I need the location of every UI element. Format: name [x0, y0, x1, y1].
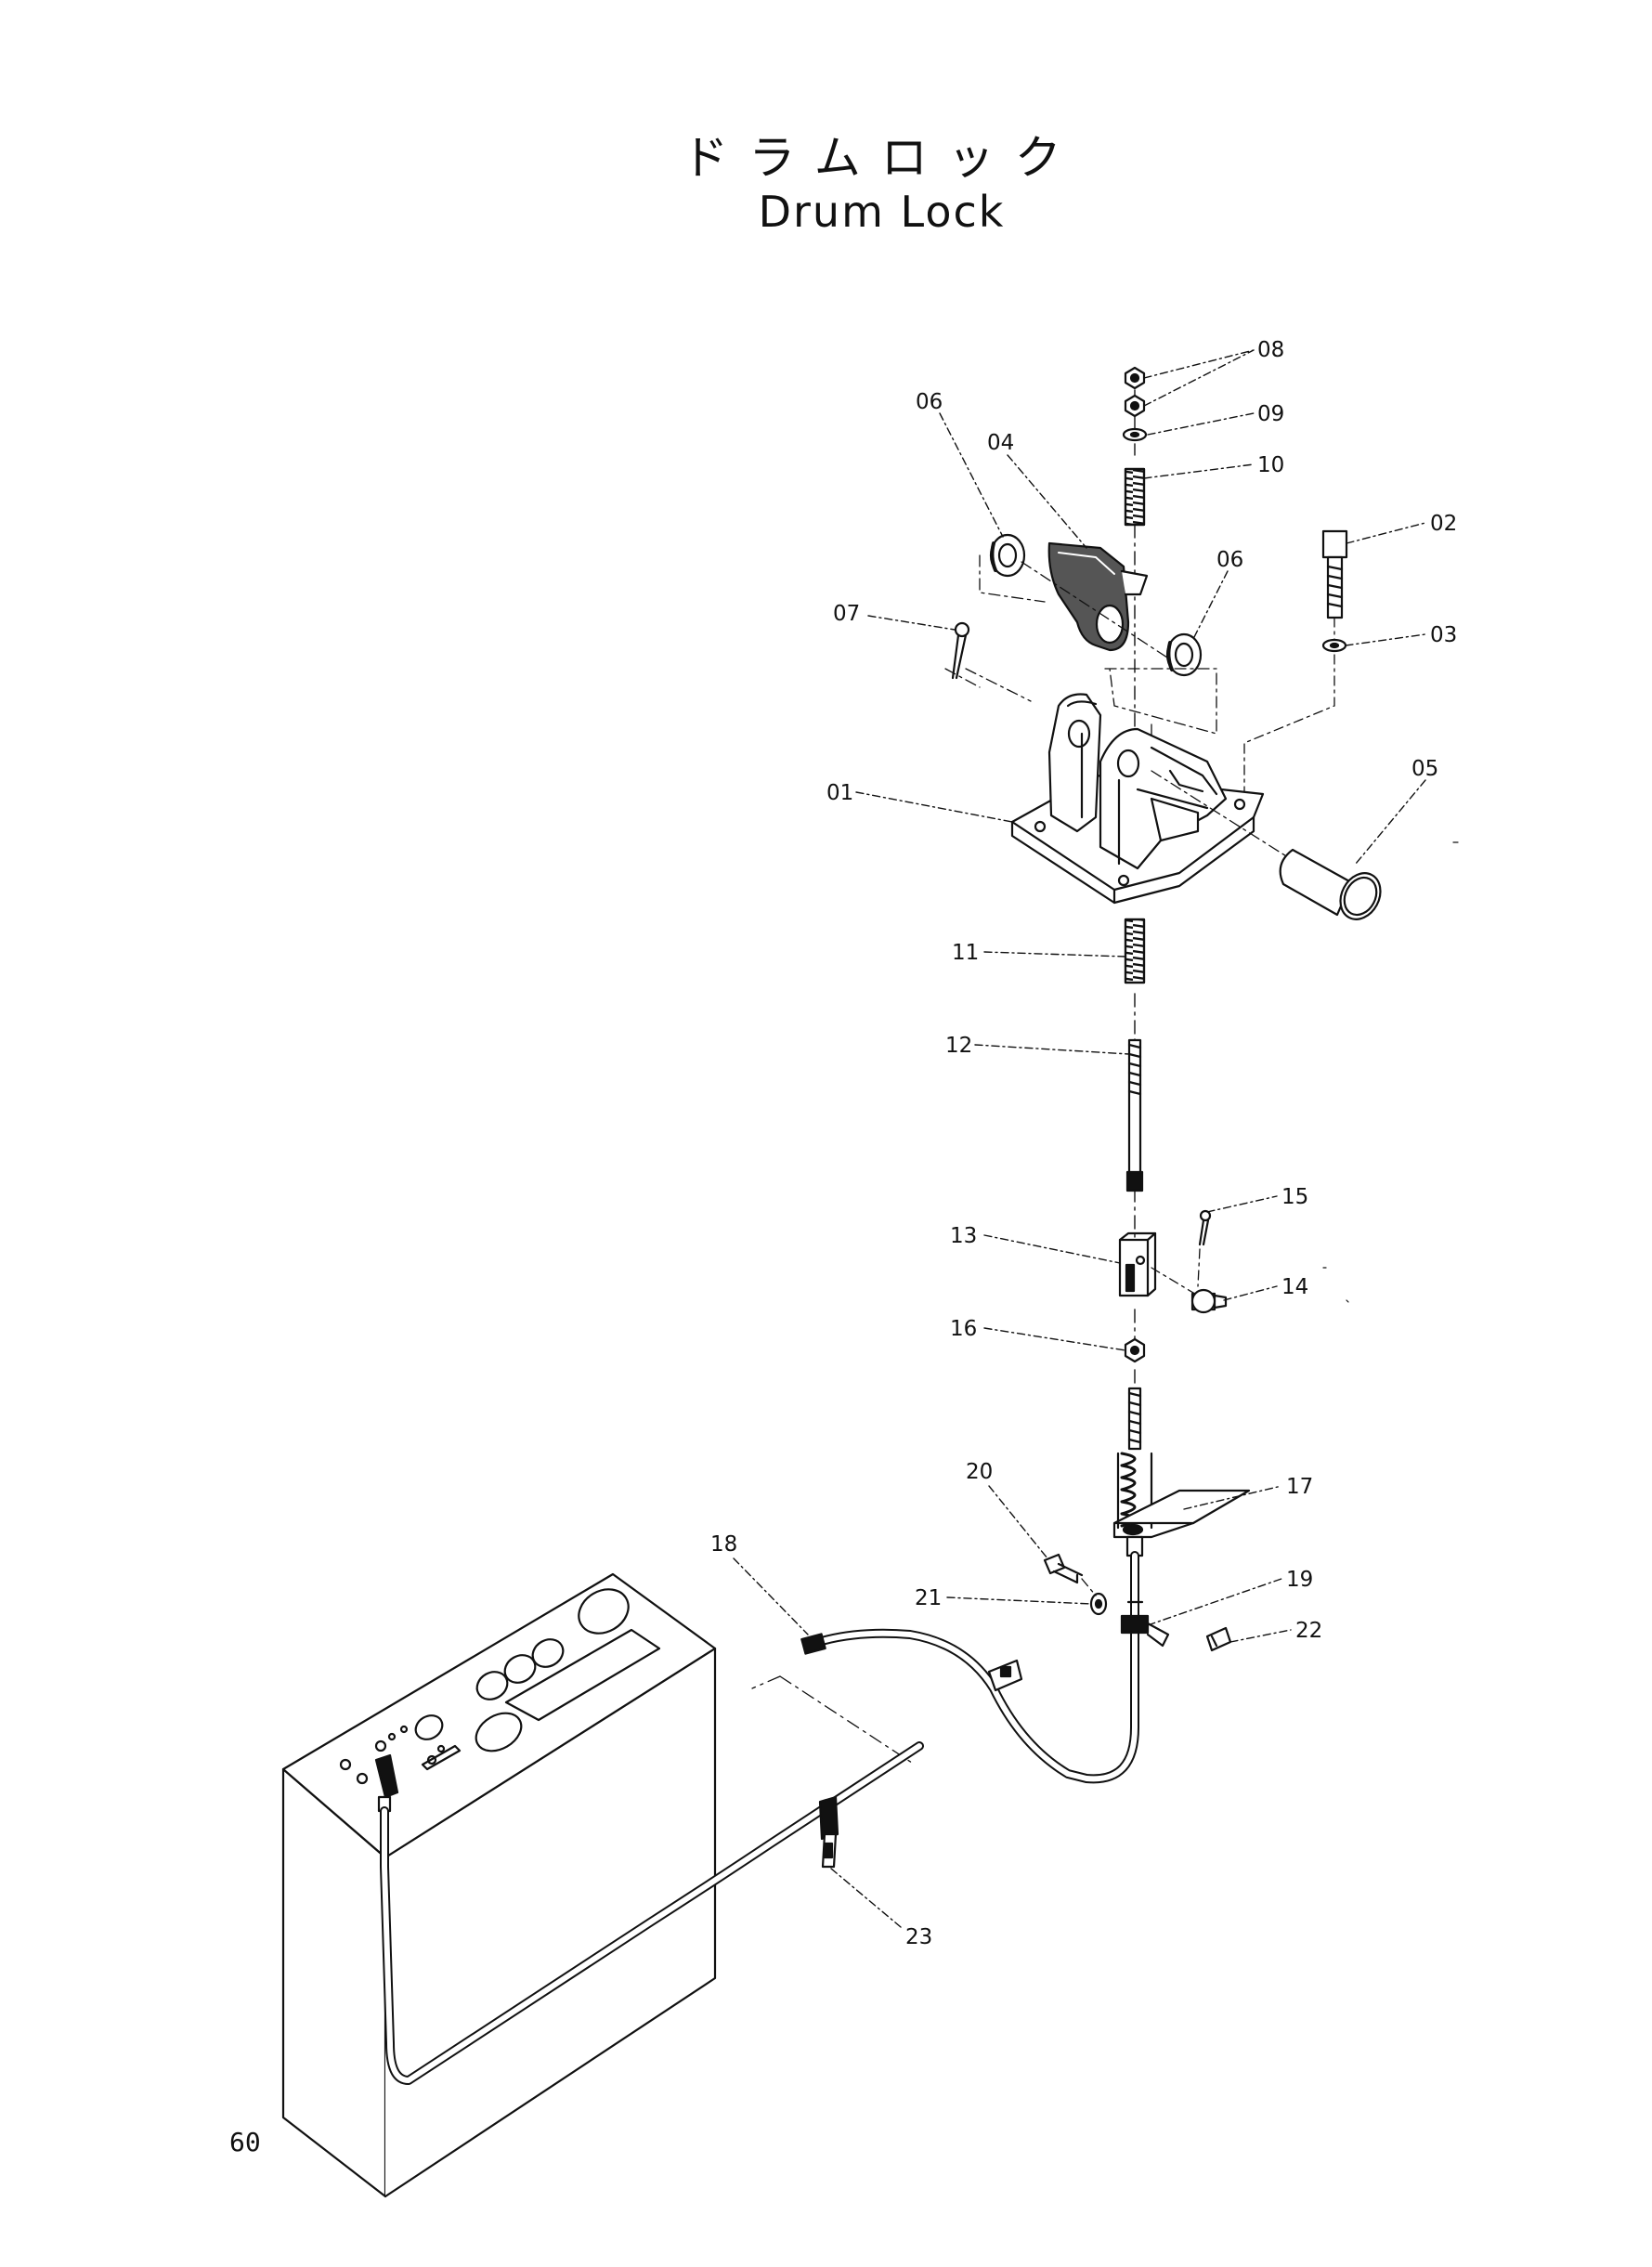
callout-11: 11 — [952, 941, 979, 965]
part-11-spring — [1124, 918, 1146, 984]
callout-03: 03 — [1430, 623, 1457, 647]
part-03-washer — [1321, 638, 1347, 653]
callout-07: 07 — [833, 602, 860, 626]
callout-06-right: 06 — [1216, 548, 1243, 572]
page-number: 60 — [229, 2127, 261, 2157]
part-17-cable-bracket — [1112, 1489, 1251, 1557]
callout-05: 05 — [1411, 757, 1438, 781]
part-23-cable-clamp — [818, 1795, 839, 1869]
part-13-clevis — [1118, 1231, 1157, 1297]
part-04-latch-lever — [1047, 541, 1149, 652]
callout-14: 14 — [1281, 1275, 1308, 1299]
part-06-bushing-right — [1165, 632, 1203, 677]
part-21-washer — [1089, 1592, 1108, 1616]
callout-labels: 08 09 10 06 04 02 06 03 07 01 05 11 12 1… — [710, 338, 1457, 1949]
part-08-nut-upper — [1124, 366, 1146, 390]
callout-09: 09 — [1257, 402, 1284, 426]
callout-17: 17 — [1286, 1475, 1313, 1499]
callout-04: 04 — [987, 431, 1014, 455]
stray-scan-marks — [1322, 841, 1459, 1303]
title-block: ドラムロック Drum Lock — [0, 130, 1652, 238]
callout-08: 08 — [1257, 338, 1284, 362]
part-06-bushing-left — [989, 533, 1026, 578]
callout-18: 18 — [710, 1532, 737, 1557]
callout-06-left: 06 — [916, 390, 943, 414]
callout-10: 10 — [1257, 453, 1284, 477]
part-14-clevis-pin — [1190, 1288, 1228, 1314]
callout-16: 16 — [950, 1317, 977, 1341]
callout-19: 19 — [1286, 1568, 1313, 1592]
part-22-clip — [1205, 1626, 1232, 1652]
part-10-spring — [1124, 467, 1146, 527]
callout-leader-lines — [733, 349, 1426, 1928]
part-18-cable — [800, 1551, 1139, 1784]
callout-22: 22 — [1295, 1619, 1322, 1643]
part-15-axis-line — [1151, 1248, 1201, 1296]
part-02-bolt — [1321, 529, 1348, 619]
callout-20: 20 — [966, 1460, 993, 1484]
part-15-cotter-pin — [1198, 1209, 1212, 1246]
callout-21: 21 — [915, 1586, 942, 1610]
part-05-grip-handle — [1151, 770, 1382, 920]
callout-02: 02 — [1430, 512, 1457, 536]
page-title-japanese: ドラムロック — [682, 131, 1082, 185]
callout-13: 13 — [950, 1224, 977, 1248]
part-01-bracket — [1010, 693, 1265, 905]
part-20-21-axis-line — [1081, 1578, 1097, 1596]
part-08-nut-lower — [1124, 394, 1146, 418]
part-07-cotter-pin — [951, 621, 970, 680]
page-title-english: Drum Lock — [758, 187, 1006, 237]
part-19-cable-clip — [1120, 1600, 1170, 1648]
callout-23: 23 — [905, 1925, 932, 1949]
part-18-lower-cable — [380, 1741, 924, 2085]
callout-01: 01 — [826, 781, 853, 805]
control-console-box — [281, 1572, 717, 2198]
part-20-bolt — [1043, 1553, 1084, 1584]
part-18-routing-line — [751, 1675, 916, 1765]
part-03-axis-line — [1243, 654, 1335, 800]
callout-12: 12 — [945, 1034, 972, 1058]
callout-15: 15 — [1281, 1185, 1308, 1209]
part-16-nut — [1124, 1337, 1146, 1363]
part-09-washer — [1122, 427, 1148, 442]
part-12-threaded-rod — [1125, 1038, 1144, 1192]
